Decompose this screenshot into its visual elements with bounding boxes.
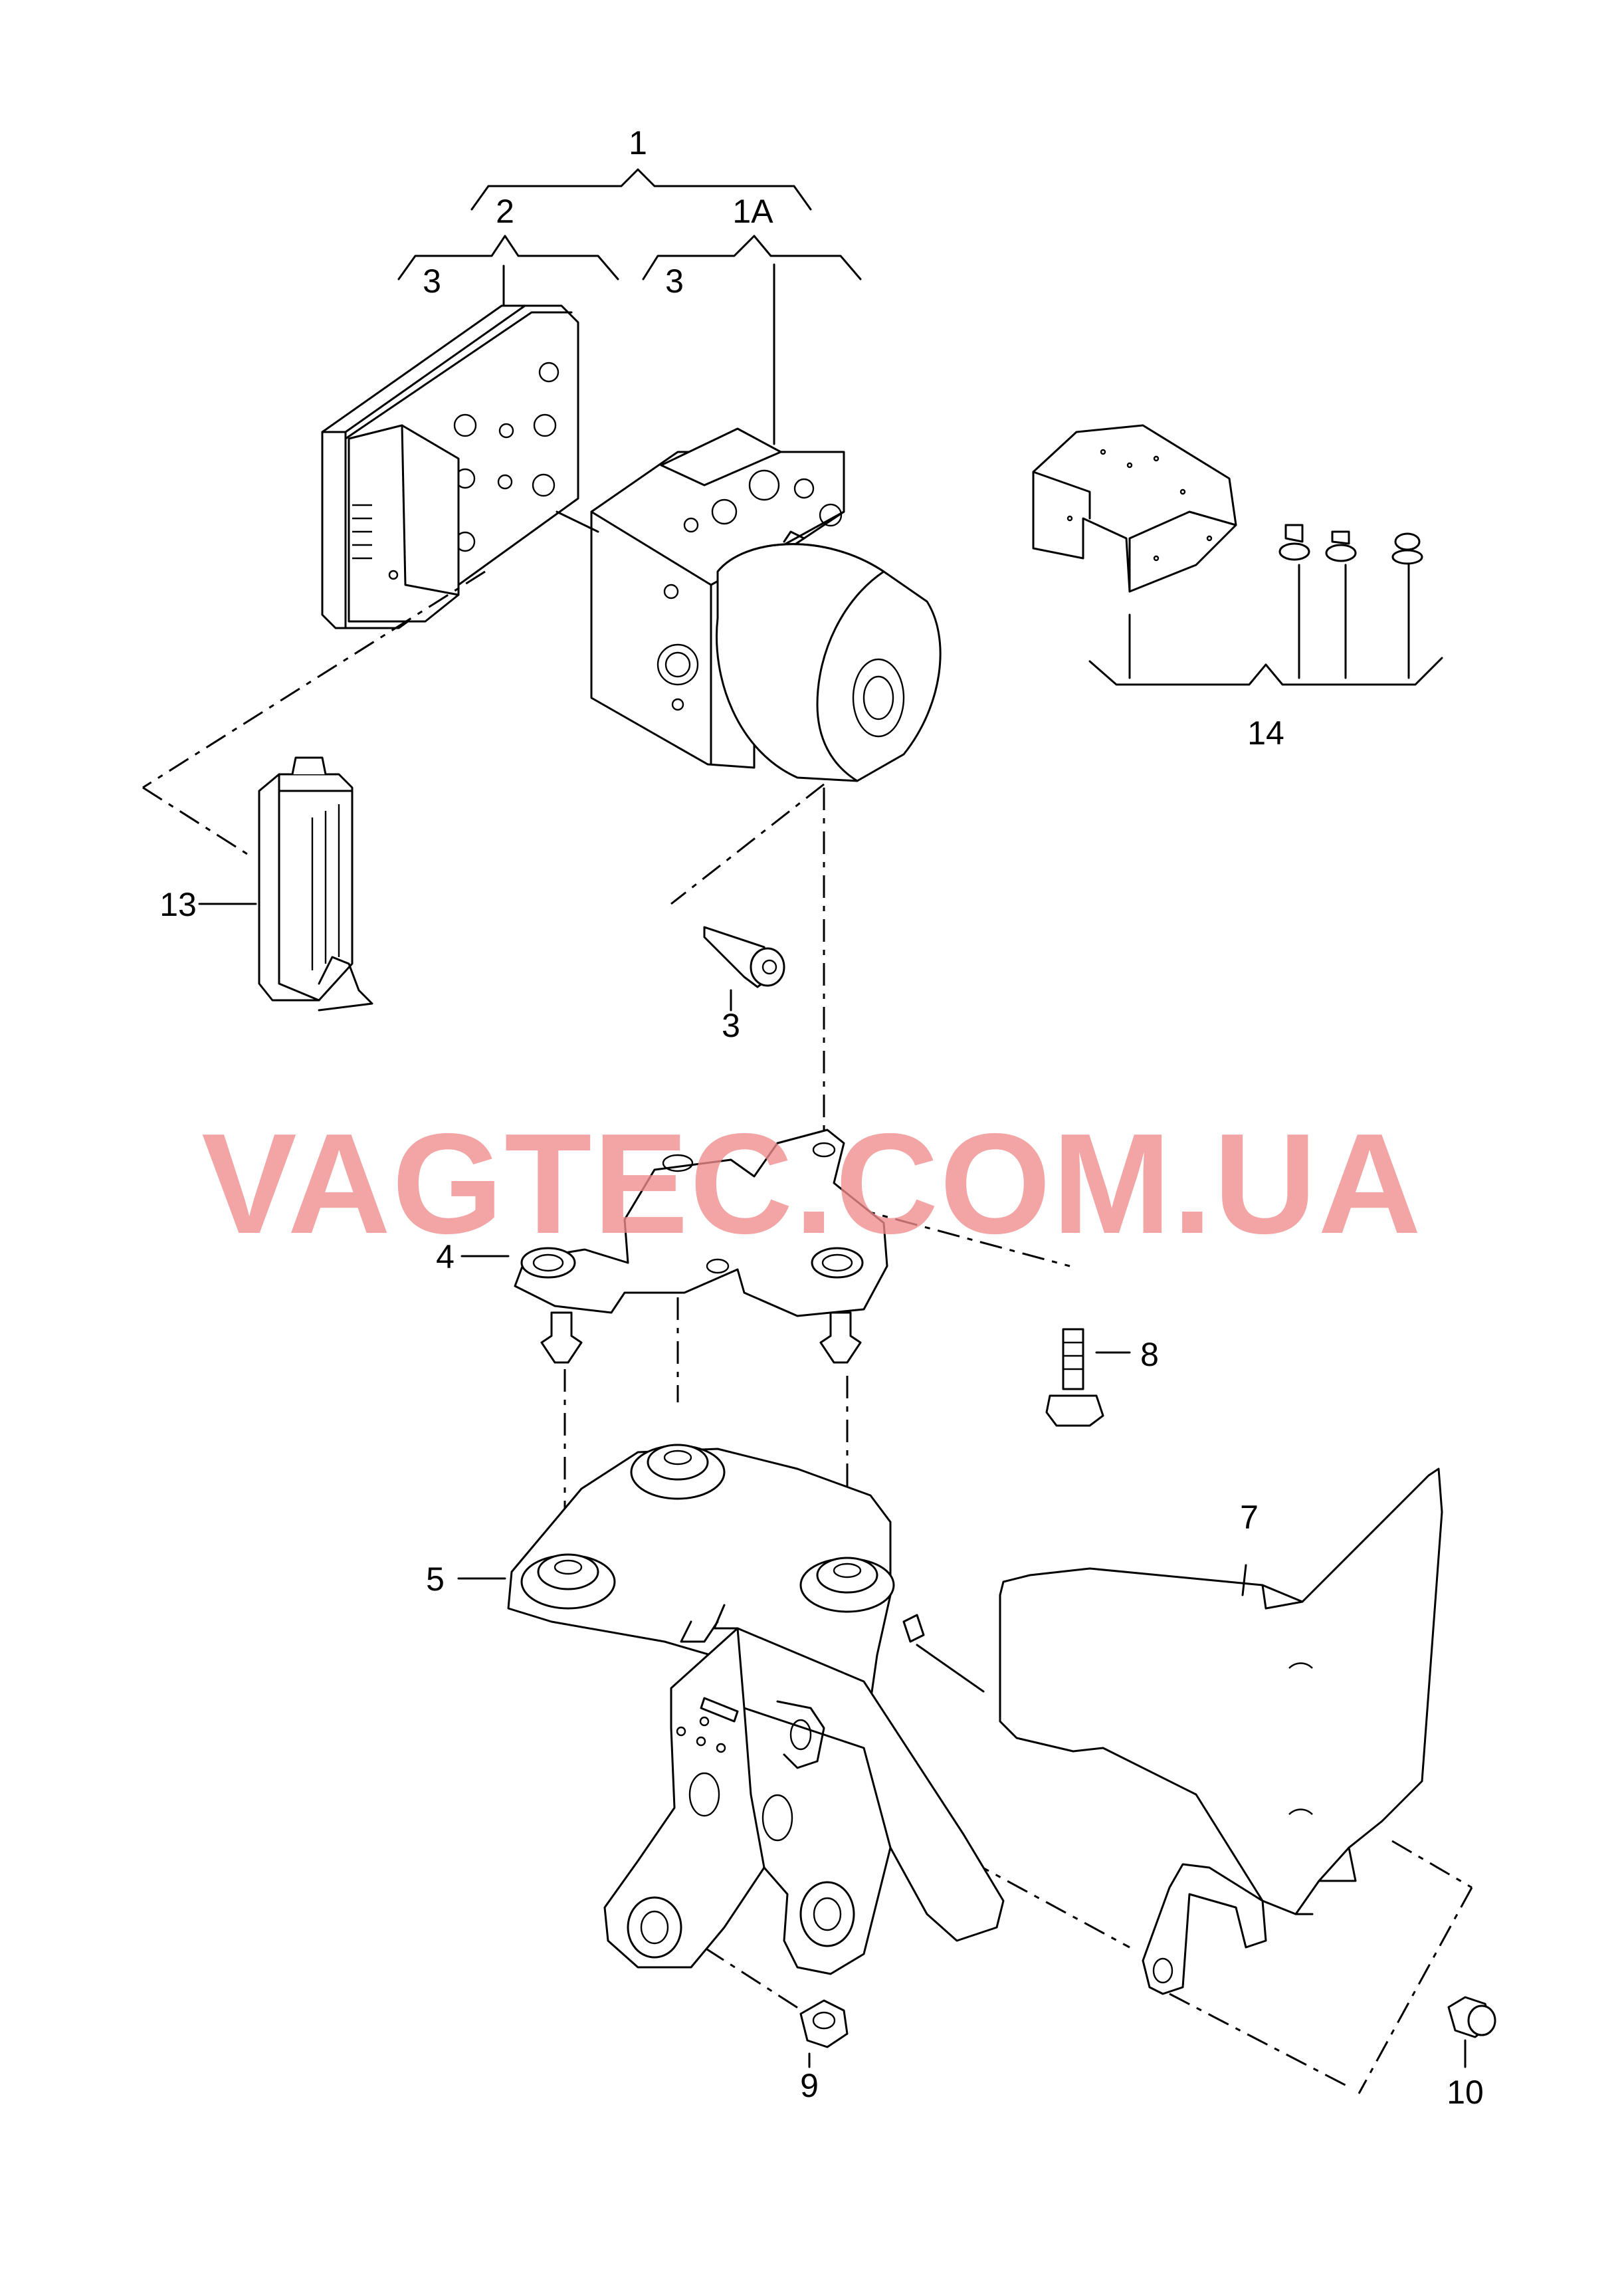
bolt-10	[1447, 1996, 1496, 2038]
hydraulic-unit	[590, 427, 942, 782]
connector	[258, 756, 373, 1012]
upper-bracket	[514, 1129, 888, 1317]
label-3-bolt: 3	[722, 1007, 740, 1044]
label-1a: 1A	[732, 193, 773, 230]
label-7: 7	[1240, 1499, 1259, 1536]
mounting-pins	[540, 1311, 862, 1364]
label-5: 5	[426, 1561, 445, 1598]
bolt-8	[1045, 1328, 1104, 1427]
label-2: 2	[496, 193, 514, 230]
callout-labels: 1 2 1A 3 3 3 4 5 7 8 9 10 13 14	[159, 124, 1484, 2111]
label-13: 13	[159, 886, 197, 923]
bolt-3	[703, 926, 785, 988]
mounting-frame	[603, 1627, 1005, 1975]
lower-bracket	[507, 1444, 925, 1703]
label-3-right: 3	[665, 263, 684, 300]
label-3-left: 3	[423, 263, 441, 300]
label-10: 10	[1447, 2074, 1484, 2111]
label-1: 1	[629, 124, 647, 162]
damping-kit	[1032, 424, 1443, 686]
control-unit	[321, 304, 579, 629]
watermark: VAGTEC.COM.UA	[201, 1103, 1423, 1263]
bracket-group-1	[397, 168, 862, 445]
label-8: 8	[1140, 1336, 1159, 1373]
label-4: 4	[436, 1238, 455, 1275]
leader-lines	[198, 903, 1467, 2068]
nut-9	[799, 1999, 849, 2048]
label-14: 14	[1247, 714, 1284, 752]
label-9: 9	[800, 2067, 819, 2104]
heat-shield	[999, 1467, 1443, 1995]
